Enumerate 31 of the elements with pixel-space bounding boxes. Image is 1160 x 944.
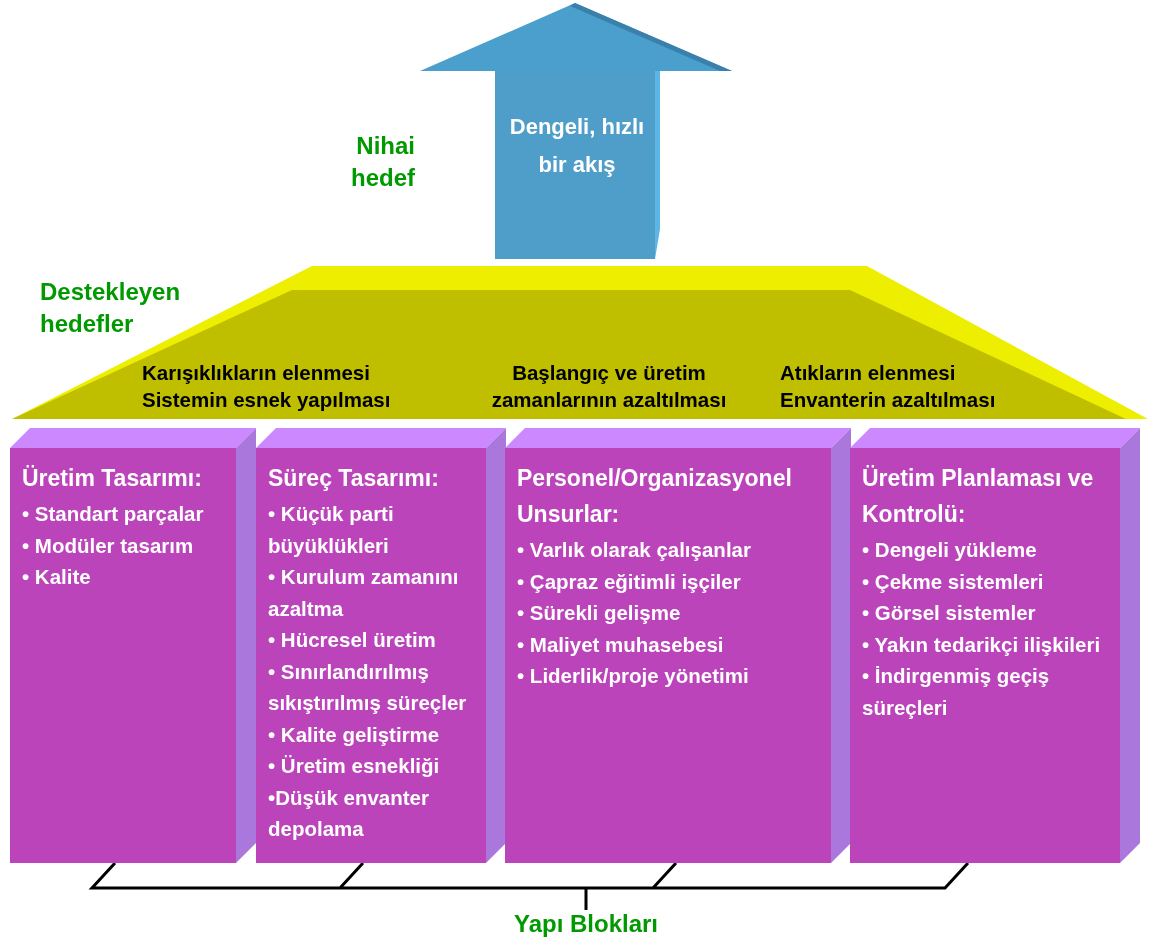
- pillar-heading: Üretim Tasarımı:: [22, 464, 203, 493]
- pillar-heading: Üretim Planlaması ve Kontrolü:: [862, 464, 1095, 529]
- bullet-item: • Maliyet muhasebesi: [517, 631, 725, 658]
- bullet-item: • Görsel sistemler: [862, 600, 1037, 626]
- bullet-item: • Standart parçalar: [22, 501, 205, 527]
- bullet-item: • Modüler tasarım: [22, 532, 195, 559]
- arrow-text: Dengeli, hızlı bir akış: [508, 113, 646, 179]
- bullet-item: • Hücresel üretim: [268, 627, 437, 653]
- bullet-item: • Dengeli yükleme: [862, 537, 1038, 563]
- bullet-item: • Yakın tedarikçi ilişkileri: [862, 631, 1102, 658]
- goal-text: Atıkların elenmesi Envanterin azaltılması: [780, 360, 997, 413]
- bullet-item: • Üretim esnekliği: [268, 753, 441, 779]
- bullet-item: •Düşük envanter depolama: [268, 784, 430, 842]
- bullet-item: • Kalite: [22, 564, 92, 590]
- bullet-item: • Küçük parti büyüklükleri: [268, 501, 395, 559]
- bullet-item: • Kalite geliştirme: [268, 721, 441, 748]
- bullet-item: • Liderlik/proje yönetimi: [517, 663, 750, 689]
- goal-text: Başlangıç ve üretim zamanlarının azaltılması: [490, 360, 728, 413]
- bullet-item: • Çekme sistemleri: [862, 568, 1045, 595]
- bullet-item: • Varlık olarak çalışanlar: [517, 537, 752, 563]
- pillar-heading: Süreç Tasarımı:: [268, 464, 440, 493]
- goal-label: Destekleyen hedefler: [40, 277, 182, 339]
- bullet-item: • Sınırlandırılmış sıkıştırılmış süreçler: [268, 658, 468, 716]
- bullet-item: • Çapraz eğitimli işçiler: [517, 568, 742, 595]
- bullet-item: • Kurulum zamanını azaltma: [268, 564, 460, 622]
- bullet-item: • Sürekli gelişme: [517, 600, 682, 626]
- goal-text: Karışıklıkların elenmesi Sistemin esnek yapılması: [142, 360, 392, 413]
- goal-label: Nihai hedef: [350, 131, 415, 193]
- pillar-heading: Personel/Organizasyonel Unsurlar:: [517, 464, 793, 529]
- bracket-label: Yapı Blokları: [512, 909, 660, 939]
- bullet-item: • İndirgenmiş geçiş süreçleri: [862, 663, 1051, 721]
